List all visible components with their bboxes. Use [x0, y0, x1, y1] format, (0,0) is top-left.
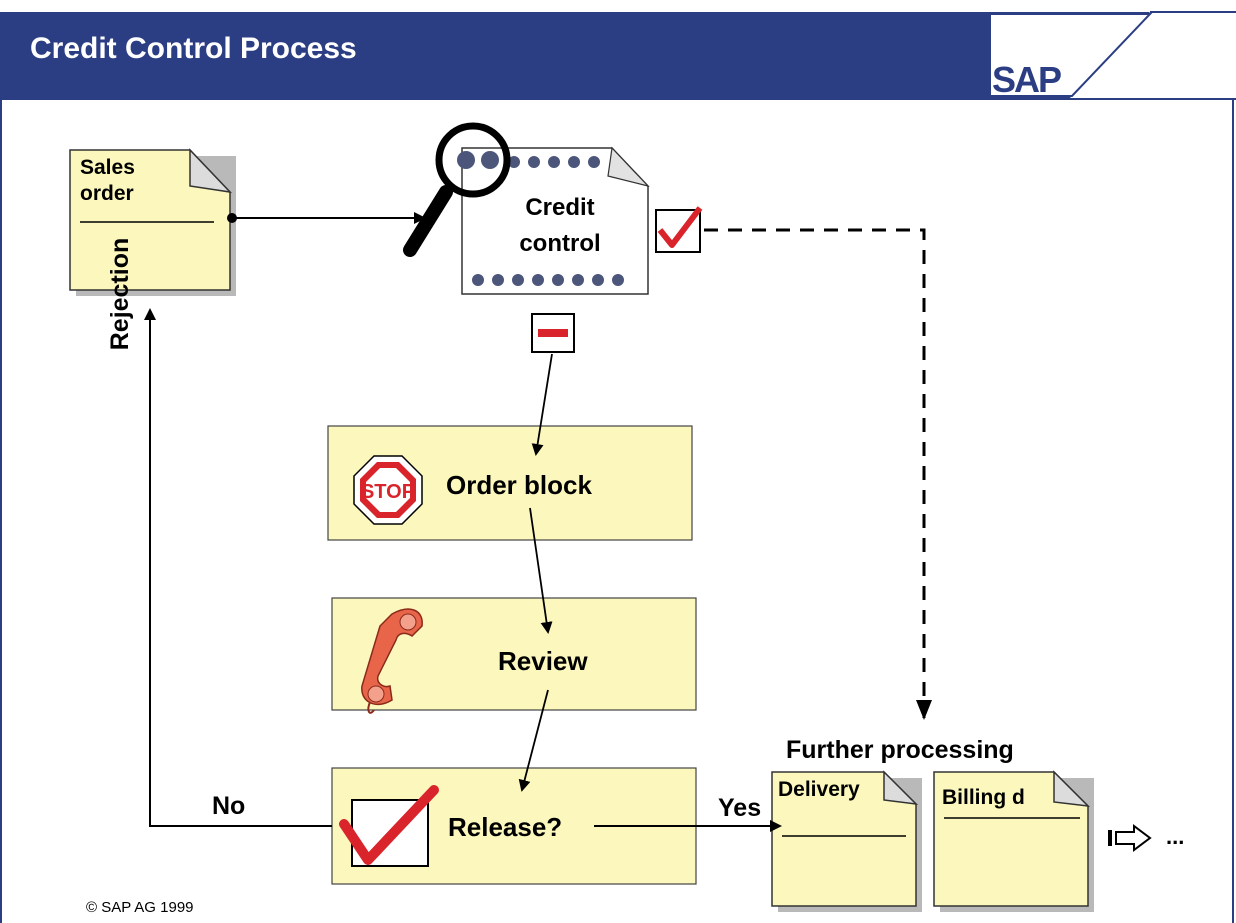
connector-review-to-release	[518, 689, 549, 792]
sales-order-document[interactable]	[69, 148, 236, 296]
arrow-right-icon	[1108, 824, 1152, 852]
header-bar	[0, 11, 1236, 100]
sap-logo: SAP	[989, 13, 1153, 100]
no-label: No	[212, 792, 246, 820]
copyright-text: © SAP AG 1999	[86, 899, 194, 916]
delivery-document[interactable]	[771, 770, 922, 912]
sales-order-label-line1: Sales	[80, 156, 135, 179]
credit-control-document[interactable]	[457, 146, 650, 295]
dashed-arrowhead	[916, 700, 932, 720]
delivery-label: Delivery	[778, 778, 860, 801]
billing-label: Billing d	[942, 786, 1025, 809]
check-icon	[655, 206, 703, 253]
dot-row-bottom	[472, 274, 624, 286]
credit-control-label: Credit control	[500, 190, 620, 262]
sales-order-label-line2: order	[80, 182, 134, 205]
further-processing-label: Further processing	[786, 736, 1014, 764]
order-block-label: Order block	[446, 470, 592, 500]
sap-logo-text: SAP	[992, 59, 1061, 100]
rejection-label: Rejection	[106, 237, 134, 351]
connector-sales-to-credit	[227, 212, 426, 224]
credit-control-label-line1: Credit	[525, 194, 595, 221]
connector-no-rejection	[144, 308, 332, 827]
page-title: Credit Control Process	[30, 32, 357, 65]
stop-sign-text: STOP	[361, 481, 415, 503]
minus-icon	[531, 313, 575, 353]
connector-minus-to-block	[531, 353, 553, 456]
connector-approved-dashed	[704, 228, 926, 718]
dot-row-top	[457, 151, 600, 169]
credit-control-label-line2: control	[519, 230, 601, 257]
sales-order-label: Sales order	[80, 155, 135, 207]
billing-document[interactable]	[933, 770, 1094, 912]
checkbox-icon	[339, 785, 439, 867]
yes-label: Yes	[718, 794, 762, 822]
magnifier-icon	[403, 122, 511, 257]
continuation-label: ...	[1166, 824, 1185, 849]
stop-sign-icon: STOP	[353, 455, 423, 525]
telephone-icon	[361, 608, 423, 714]
release-label: Release?	[448, 812, 563, 842]
review-label: Review	[498, 646, 588, 676]
connector-block-to-review	[529, 507, 553, 634]
